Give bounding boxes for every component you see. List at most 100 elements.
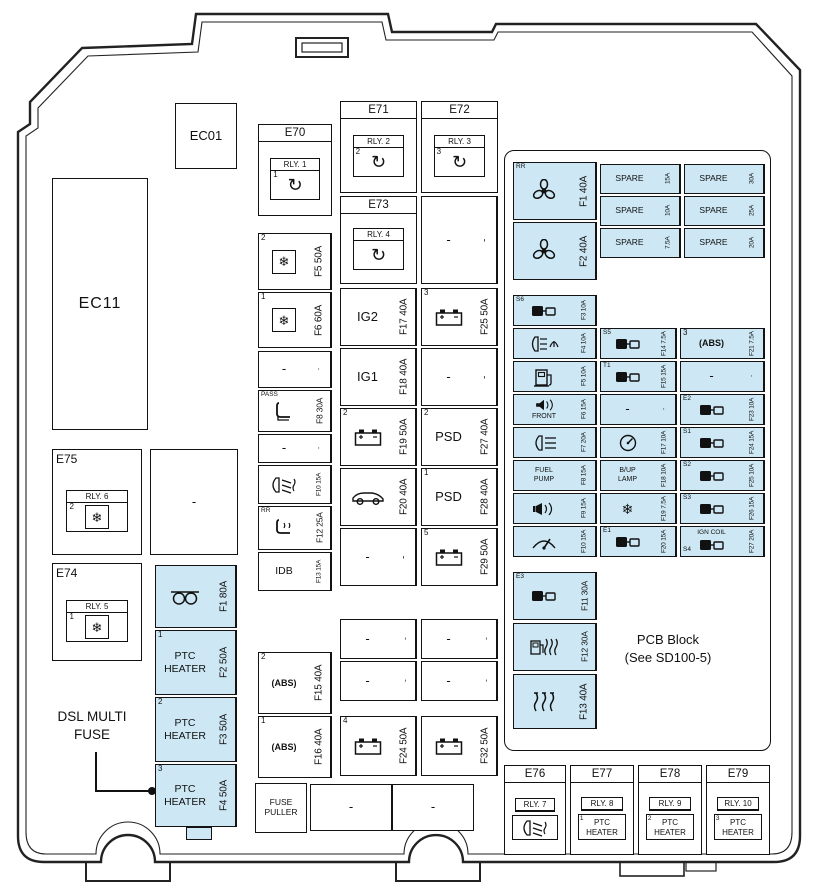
c3-dash-2-content: -	[422, 620, 475, 658]
pcb-fuse-f19-rating: F19 7.5A	[654, 494, 676, 523]
pcb-fuse-f9-content	[514, 494, 574, 523]
e73-relay-content: ↻	[354, 241, 404, 269]
pcb-right-dash-label: -	[709, 368, 714, 384]
fuse-f12-rating: F12 25A	[309, 507, 331, 549]
pcb-fuse-f6-label: FRONT	[531, 412, 557, 420]
pcb-fuse-f27-top-label: IGN COIL	[697, 528, 726, 536]
ptc-heater-3-rating: F4 50A	[214, 765, 236, 826]
pcb-fuse-f21-content: 3(ABS)	[681, 329, 742, 358]
dsl-pointer-line	[95, 752, 152, 792]
snowflake-box-icon: ❄	[272, 308, 296, 332]
fuse-f13-content: IDB	[259, 553, 309, 590]
ptc-fuse-f1: F1 80A	[155, 565, 237, 628]
e76-relay-name: RLY. 7	[515, 799, 555, 811]
dsl-multi-fuse-label: DSL MULTI FUSE	[36, 708, 148, 743]
pcb-fuse-f15-corner-label: T1	[603, 362, 611, 369]
snowflake-box-icon: ❄	[85, 615, 109, 639]
fuse-f28-label: PSD	[435, 488, 462, 504]
fuse-f19-num: 2	[343, 409, 348, 417]
pcb-fuse-f1-corner-label: RR	[516, 163, 526, 170]
snowflake-icon: ❄	[621, 500, 634, 517]
e72-relay-content: 3↻	[435, 147, 485, 176]
pcb-fuse-f23-content: E2	[681, 395, 742, 424]
fuse-f5-content: 2❄	[259, 234, 309, 289]
e74-relay-content: 1❄	[67, 612, 126, 641]
fuse-f29-num: 5	[424, 529, 429, 537]
battery-icon	[434, 736, 464, 756]
fuse-f15-num: 2	[261, 653, 266, 661]
pcb-fuse-f17-rating: F17 10A	[654, 428, 676, 457]
snowflake-box-icon: ❄	[85, 505, 109, 529]
e70-relay-name: RLY. 1	[271, 159, 319, 171]
pcb-right-dash-content: -	[681, 362, 742, 391]
pcb-fuse-f21-num: 3	[683, 329, 688, 337]
e72-relay-name: RLY. 3	[434, 136, 485, 148]
pcb-note-line2: (See SD100-5)	[624, 649, 712, 665]
e77-title: E77	[571, 766, 633, 783]
pcb-fuse-f5-rating: F5 10A	[574, 362, 596, 391]
bottom-dash-right: -	[392, 784, 474, 831]
seat-heat-icon	[271, 518, 297, 538]
e71-relay-content: 2↻	[354, 147, 404, 176]
e74-num: 1	[69, 612, 74, 621]
pcb-fuse-f9: F9 15A	[513, 493, 597, 524]
fuse-f13-label: IDB	[275, 565, 293, 578]
pcb-fuse-f10-content	[514, 527, 574, 556]
pcb-fuse-f12-content	[514, 624, 574, 670]
pcb-mid-dash-label: -	[625, 401, 630, 417]
pcb-mid-dash-rating: -	[654, 395, 676, 424]
fan-icon	[531, 239, 557, 263]
c1-dash-2-content: -	[259, 435, 309, 462]
e73-relay-name: RLY. 4	[353, 229, 404, 241]
fuse-f10: F10 15A	[258, 465, 332, 504]
pcb-fuse-f17-content	[601, 428, 654, 457]
pcb-spare-6-label: SPARE	[699, 237, 728, 248]
pcb-fuse-f6-rating: F6 15A	[574, 395, 596, 424]
c3-dash-3-content: -	[422, 662, 475, 700]
e72-title: E72	[422, 102, 497, 119]
pcb-spare-3-rating: 10A	[658, 197, 680, 225]
pcb-fuse-f20-corner-label: E1	[603, 527, 611, 534]
c2-dash-2-content: -	[341, 620, 394, 658]
pcb-fuse-f13-content	[514, 675, 574, 728]
e74-title: E74	[56, 566, 78, 580]
c1-dash-1-content: -	[259, 352, 309, 387]
pcb-fuse-f4-content	[514, 329, 574, 358]
pcb-block	[504, 150, 771, 751]
dsl-pointer-dot	[148, 787, 156, 795]
pcb-fuse-f1-rating: F1 40A	[574, 163, 596, 219]
top-handle	[295, 37, 349, 58]
c3-dash-2: --	[421, 619, 498, 659]
c3-dash-top-rating: -	[475, 197, 497, 283]
c1-dash-2: --	[258, 434, 332, 463]
abs-icon: (ABS)	[271, 741, 297, 752]
fuse-f6-rating: F6 60A	[309, 293, 331, 347]
battery-icon	[353, 427, 383, 447]
connector-icon	[613, 534, 643, 550]
e78-sub-num: 2	[647, 814, 652, 822]
fuse-f15-content: 2(ABS)	[259, 653, 309, 713]
fuse-f17-label: IG2	[357, 308, 378, 324]
fuse-f29-content: 5	[422, 529, 475, 585]
pcb-fuse-f3-content: S6	[514, 296, 574, 325]
fuse-f5: 2❄F5 50A	[258, 233, 332, 290]
